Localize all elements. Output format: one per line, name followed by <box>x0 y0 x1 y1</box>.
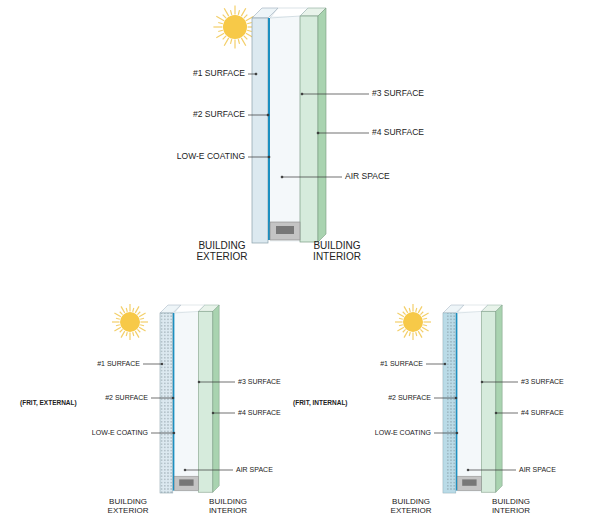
side-label: BUILDING EXTERIOR <box>189 240 255 262</box>
surface-label: #3 SURFACE <box>238 378 281 386</box>
surface-label: LOW-E COATING <box>375 429 431 437</box>
side-label: BUILDING INTERIOR <box>304 240 370 262</box>
side-label: BUILDING EXTERIOR <box>385 498 437 516</box>
surface-label: AIR SPACE <box>236 466 273 474</box>
side-label: BUILDING EXTERIOR <box>102 498 154 516</box>
surface-label: #1 SURFACE <box>380 360 423 368</box>
surface-label: AIR SPACE <box>519 466 556 474</box>
surface-label: LOW-E COATING <box>177 152 245 161</box>
surface-label: #4 SURFACE <box>372 128 424 137</box>
surface-label: #3 SURFACE <box>521 378 564 386</box>
surface-label: #4 SURFACE <box>238 409 281 417</box>
surface-label: #2 SURFACE <box>388 394 431 402</box>
surface-label: #1 SURFACE <box>193 69 245 78</box>
surface-label: #3 SURFACE <box>372 89 424 98</box>
surface-label: #2 SURFACE <box>105 394 148 402</box>
surface-label: #4 SURFACE <box>521 409 564 417</box>
surface-label: LOW-E COATING <box>92 429 148 437</box>
surface-label: #1 SURFACE <box>97 360 140 368</box>
surface-label: #2 SURFACE <box>193 110 245 119</box>
surface-label: (FRIT, INTERNAL) <box>293 399 348 406</box>
side-label: BUILDING INTERIOR <box>202 498 254 516</box>
side-label: BUILDING INTERIOR <box>485 498 537 516</box>
surface-label: AIR SPACE <box>345 172 390 181</box>
surface-label: (FRIT, EXTERNAL) <box>20 399 77 406</box>
